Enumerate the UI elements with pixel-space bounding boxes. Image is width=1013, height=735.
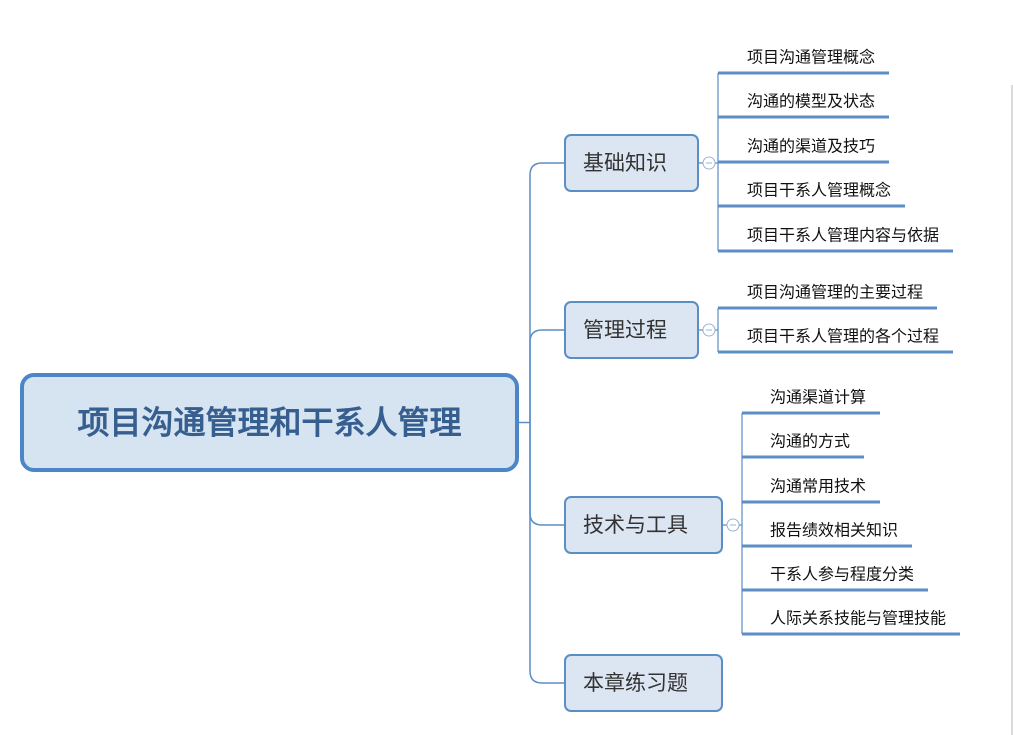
leaf-node-label: 项目沟通管理概念 <box>747 48 875 67</box>
leaf-node-label: 沟通常用技术 <box>770 477 866 496</box>
branch-connector <box>529 422 565 684</box>
branch-node[interactable] <box>564 654 723 712</box>
branch-node-label: 技术与工具 <box>583 513 688 537</box>
root-node[interactable] <box>20 373 519 472</box>
branch-node-label: 基础知识 <box>583 151 667 175</box>
leaf-node-label: 沟通的方式 <box>770 432 850 451</box>
leaf-node-label: 报告绩效相关知识 <box>770 521 898 540</box>
branch-node[interactable] <box>564 496 723 554</box>
branch-connector <box>529 329 565 423</box>
leaf-node-label: 项目干系人管理内容与依据 <box>747 226 939 245</box>
branch-node[interactable] <box>564 134 699 192</box>
leaf-node-label: 沟通渠道计算 <box>770 388 866 407</box>
leaf-node-label: 项目干系人管理概念 <box>747 181 891 200</box>
branch-connector <box>529 422 565 526</box>
leaf-node-label: 项目干系人管理的各个过程 <box>747 327 939 346</box>
leaf-node-label: 沟通的渠道及技巧 <box>747 137 875 156</box>
branch-node-label: 本章练习题 <box>583 671 688 695</box>
leaf-node-label: 人际关系技能与管理技能 <box>770 609 946 628</box>
branch-node[interactable] <box>564 301 699 359</box>
branch-connector <box>529 162 565 423</box>
page-edge-divider <box>1011 85 1013 735</box>
leaf-node-label: 干系人参与程度分类 <box>770 565 914 584</box>
branch-node-label: 管理过程 <box>583 318 667 342</box>
root-node-label: 项目沟通管理和干系人管理 <box>77 404 461 442</box>
leaf-node-label: 项目沟通管理的主要过程 <box>747 283 923 302</box>
leaf-node-label: 沟通的模型及状态 <box>747 92 875 111</box>
